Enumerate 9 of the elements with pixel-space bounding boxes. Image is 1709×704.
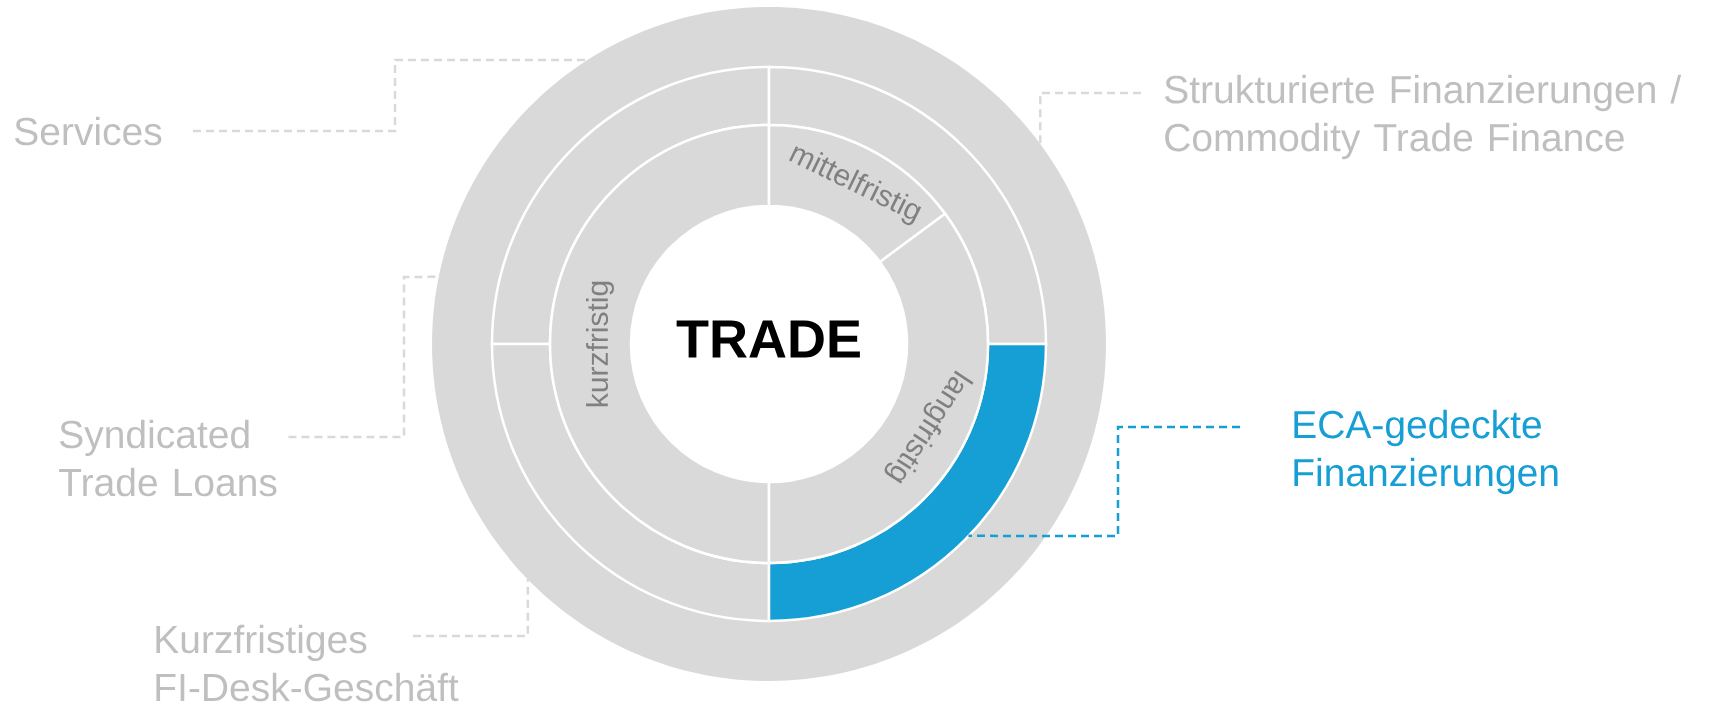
callout-label: Kurzfristiges FI-Desk-Geschäft	[156, 624, 459, 702]
callout-label: Services	[15, 116, 162, 146]
leader-line	[1039, 91, 1141, 144]
callout-label: Strukturierte Finanzierungen / Commodity Trade Finance	[1165, 74, 1682, 160]
callout-label: Syndicated Trade Loans	[59, 419, 277, 497]
leader-line	[968, 425, 1240, 538]
leader-line	[413, 579, 530, 638]
callout-label: ECA-gedeckte Finanzierungen	[1294, 409, 1558, 495]
leader-line	[192, 58, 588, 133]
